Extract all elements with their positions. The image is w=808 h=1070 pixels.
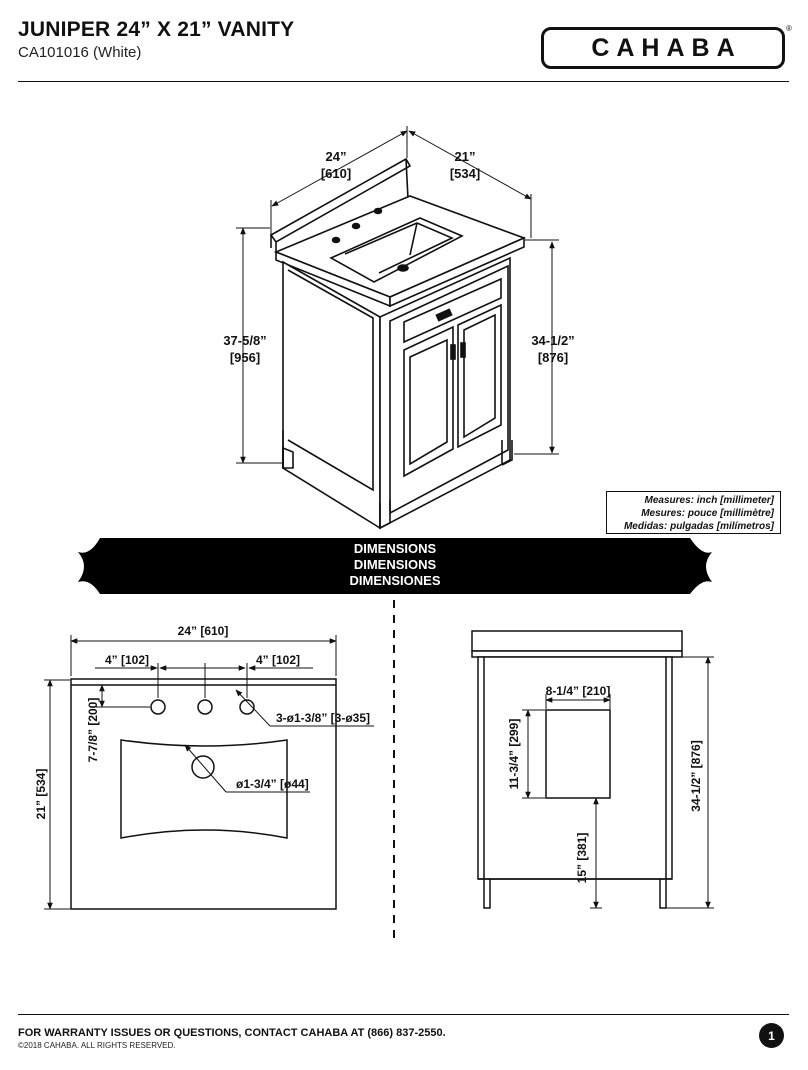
units-legend-en: Measures: inch [millimeter]	[644, 495, 774, 506]
brand-logo: CAHABA	[541, 27, 785, 69]
iso-depth-in: 21”	[455, 149, 476, 164]
units-legend: Measures: inch [millimeter] Mesures: pou…	[606, 491, 781, 534]
top-right-spread: 4” [102]	[256, 653, 300, 667]
page-title: JUNIPER 24” X 21” VANITY	[18, 18, 295, 41]
iso-height-cabinet-in: 34-1/2”	[531, 333, 574, 348]
banner-line-fr: DIMENSIONS	[353, 557, 437, 572]
top-faucet-holes: 3-ø1-3/8” [3-ø35]	[276, 711, 370, 725]
units-legend-es: Medidas: pulgadas [milímetros]	[623, 521, 774, 532]
top-drain: ø1-3/4” [ø44]	[236, 777, 309, 791]
side-drain-from-floor: 15” [381]	[575, 833, 589, 884]
footer-contact: FOR WARRANTY ISSUES OR QUESTIONS, CONTAC…	[18, 1027, 446, 1039]
iso-height-total-in: 37-5/8”	[223, 333, 266, 348]
side-view-dimensions	[522, 656, 714, 909]
top-overall-width: 24” [610]	[178, 624, 229, 638]
side-view	[471, 630, 683, 909]
side-cabinet-height: 34-1/2” [876]	[689, 740, 703, 811]
iso-width-mm: [610]	[321, 166, 351, 181]
iso-dimension-labels: 24” [610] 21” [534] 37-5/8” [956] 34-1/2…	[223, 149, 574, 365]
model-number: CA101016 (White)	[18, 44, 142, 61]
top-left-spread: 4” [102]	[105, 653, 149, 667]
side-drain-width: 8-1/4” [210]	[546, 684, 611, 698]
brand-logo-text: CAHABA	[591, 33, 742, 62]
top-view-dimensions	[44, 635, 374, 910]
top-view-labels: 24” [610] 4” [102] 4” [102] 7-7/8” [200]…	[34, 624, 370, 819]
dimensions-banner	[78, 538, 712, 594]
iso-height-total-mm: [956]	[230, 350, 260, 365]
page-number-badge: 1	[759, 1023, 784, 1048]
top-view	[70, 678, 337, 910]
banner-text: DIMENSIONS DIMENSIONS DIMENSIONES	[80, 541, 710, 589]
banner-line-en: DIMENSIONS	[353, 541, 437, 556]
top-faucet-offset: 7-7/8” [200]	[86, 698, 100, 763]
iso-width-in: 24”	[326, 149, 347, 164]
footer-copyright: ©2018 CAHABA. ALL RIGHTS RESERVED.	[18, 1041, 176, 1050]
iso-dimensions	[236, 126, 559, 464]
header-divider	[18, 81, 789, 82]
side-drain-height: 11-3/4” [299]	[507, 719, 521, 790]
iso-height-cabinet-mm: [876]	[538, 350, 568, 365]
top-depth: 21” [534]	[34, 769, 48, 820]
registered-mark: ®	[786, 24, 792, 33]
units-legend-fr: Mesures: pouce [millimètre]	[641, 508, 774, 519]
iso-depth-mm: [534]	[450, 166, 480, 181]
side-view-labels: 8-1/4” [210] 11-3/4” [299] 15” [381] 34-…	[507, 684, 703, 883]
footer-divider	[18, 1014, 789, 1015]
banner-line-es: DIMENSIONES	[349, 573, 441, 588]
isometric-view	[269, 157, 527, 530]
